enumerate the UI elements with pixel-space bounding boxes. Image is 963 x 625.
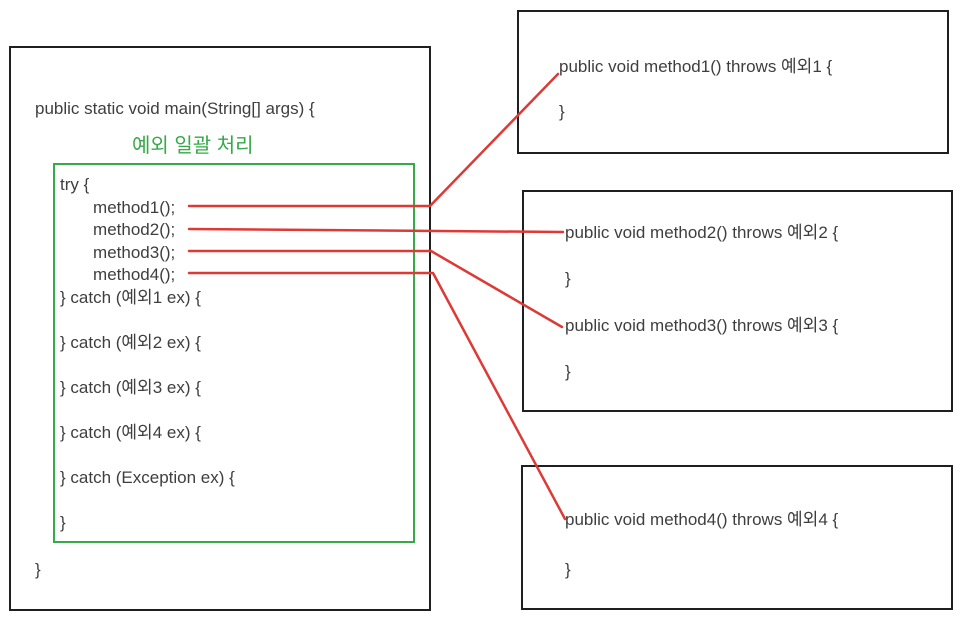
try-catch-block-box: try { method1(); method2(); method3(); m… xyxy=(53,163,415,543)
method3-signature: public void method3() throws 예외3 { xyxy=(565,315,839,335)
code-line-method2-call: method2(); xyxy=(60,220,176,239)
code-line-blank xyxy=(60,444,413,467)
code-line-blank xyxy=(60,354,413,377)
exception-batch-handling-label: 예외 일괄 처리 xyxy=(132,135,254,157)
code-line-blank xyxy=(60,399,413,422)
code-line-catch-exception1: } catch (예외1 ex) { xyxy=(60,287,201,307)
code-line-catch-exception2: } catch (예외2 ex) { xyxy=(60,332,201,352)
method4-signature: public void method4() throws 예외4 { xyxy=(565,510,839,529)
method2-method3-declaration-box: public void method2() throws 예외2 { } pub… xyxy=(522,190,953,412)
code-line-method1-call: method1(); xyxy=(60,197,176,217)
code-line-try: try { xyxy=(60,175,90,194)
main-close-brace: } xyxy=(35,560,41,579)
method4-close-brace: } xyxy=(565,560,571,579)
code-line-catch-exception: } catch (Exception ex) { xyxy=(60,467,235,487)
code-line-method3-call: method3(); xyxy=(60,242,176,262)
code-line-try-close-brace: } xyxy=(60,512,66,532)
method3-close-brace: } xyxy=(565,362,571,382)
method2-signature: public void method2() throws 예외2 { xyxy=(565,223,839,242)
code-line-catch-exception4: } catch (예외4 ex) { xyxy=(60,422,201,442)
method2-close-brace: } xyxy=(565,269,571,289)
code-line-catch-exception3: } catch (예외3 ex) { xyxy=(60,377,201,397)
method1-close-brace: } xyxy=(559,102,565,121)
code-line-method4-call: method4(); xyxy=(60,265,176,284)
main-method-signature: public static void main(String[] args) { xyxy=(35,99,315,118)
method4-declaration-box: public void method4() throws 예외4 { } xyxy=(521,465,953,610)
method1-declaration-box: public void method1() throws 예외1 { } xyxy=(517,10,949,154)
main-code-box: public static void main(String[] args) {… xyxy=(9,46,431,611)
code-line-blank xyxy=(60,489,413,512)
method1-signature: public void method1() throws 예외1 { xyxy=(559,57,833,76)
code-line-blank xyxy=(60,309,413,332)
